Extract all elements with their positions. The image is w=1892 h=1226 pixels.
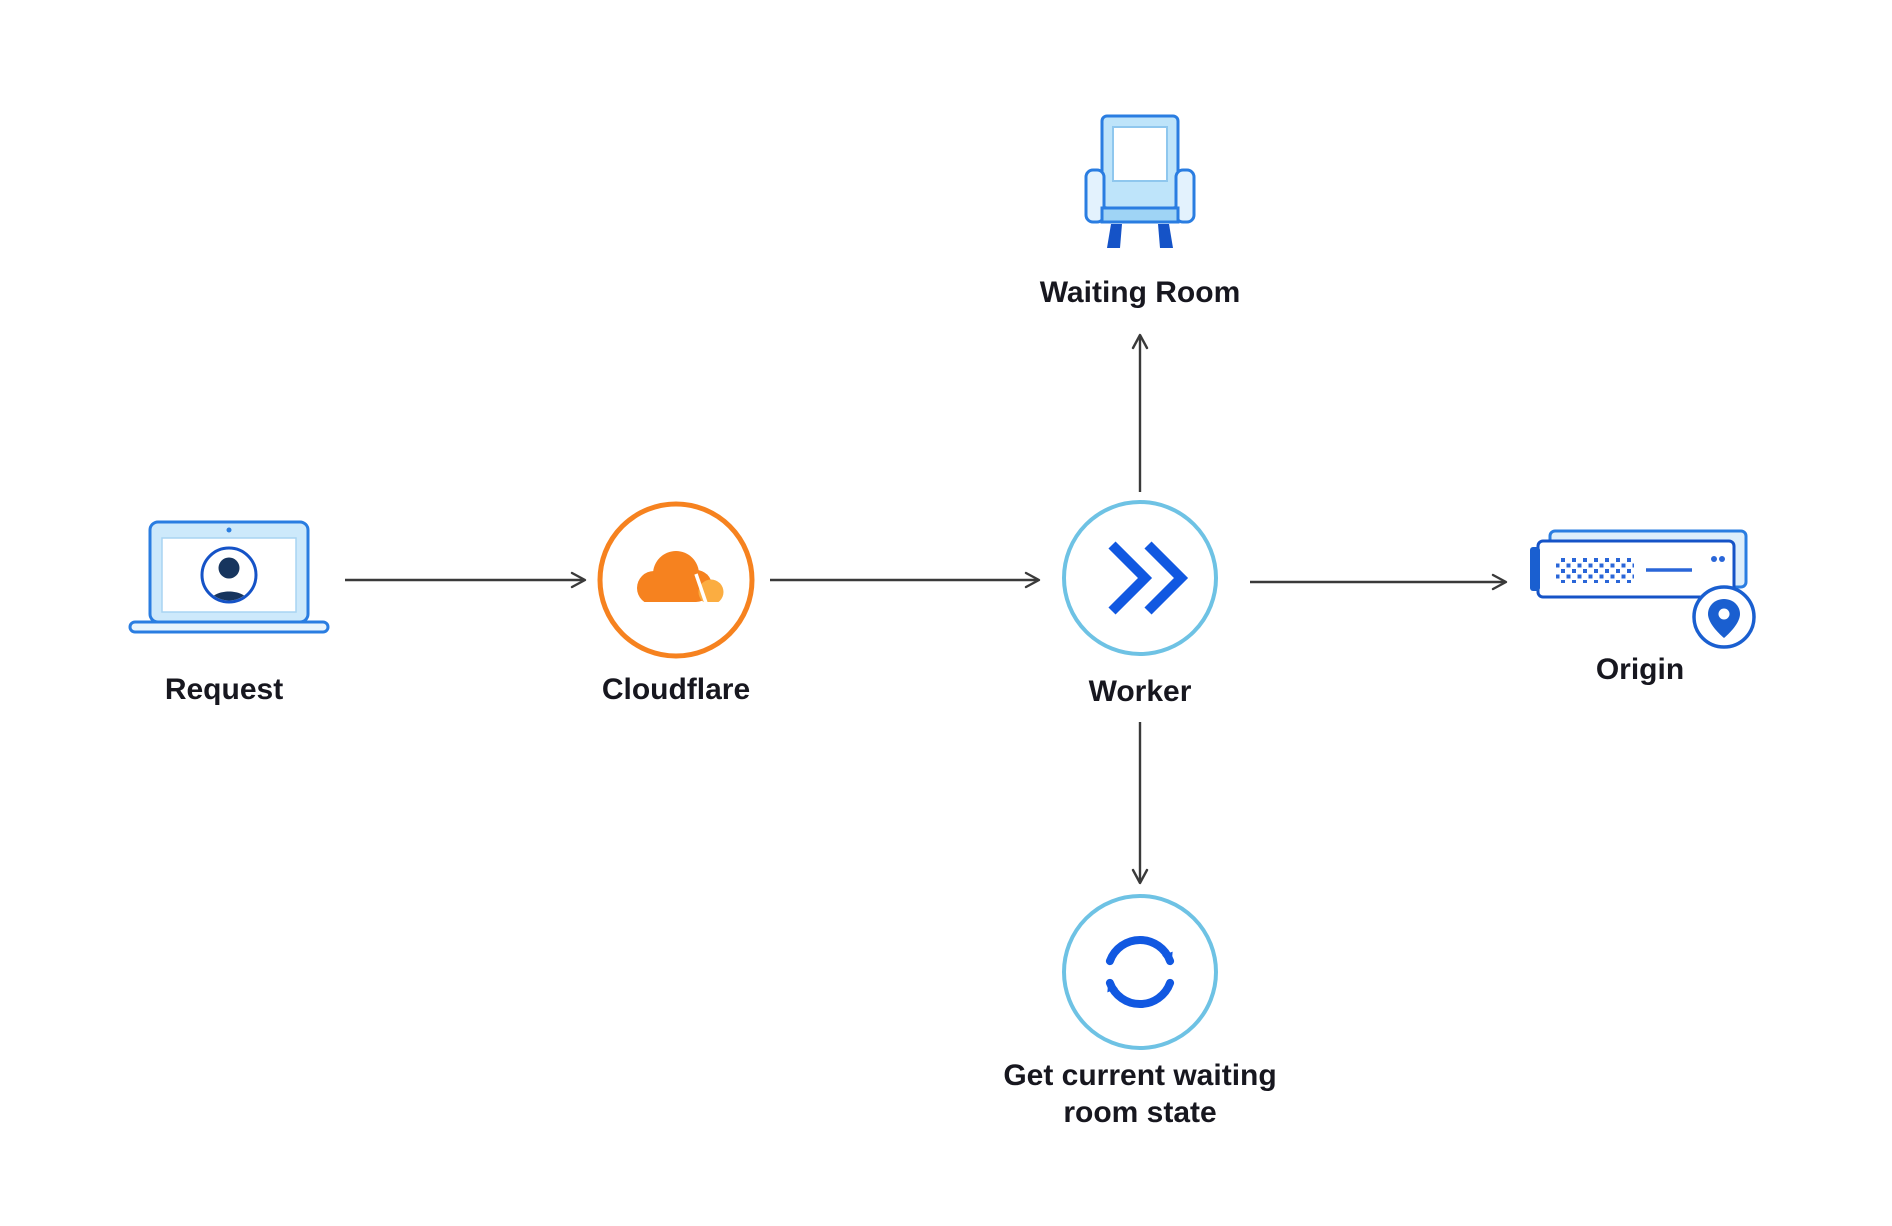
node-worker bbox=[1060, 498, 1220, 658]
worker-label: Worker bbox=[1088, 675, 1192, 708]
request-label: Request bbox=[164, 673, 284, 706]
node-request bbox=[124, 518, 334, 648]
cloudflare-logo-icon bbox=[597, 501, 755, 659]
waiting-room-state-label: Get current waiting room state bbox=[1003, 1059, 1277, 1129]
server-location-icon bbox=[1530, 529, 1756, 649]
cloudflare-label: Cloudflare bbox=[601, 673, 751, 706]
laptop-user-icon bbox=[128, 520, 330, 634]
origin-label: Origin bbox=[1595, 653, 1685, 686]
node-waiting-room bbox=[1078, 110, 1202, 260]
sync-icon bbox=[1062, 894, 1218, 1050]
node-waiting-room-state bbox=[1060, 892, 1220, 1052]
node-cloudflare bbox=[596, 500, 756, 660]
waiting-room-label: Waiting Room bbox=[1039, 276, 1241, 309]
armchair-icon bbox=[1084, 114, 1196, 248]
worker-chevrons-icon bbox=[1062, 500, 1218, 656]
node-origin bbox=[1528, 525, 1763, 650]
